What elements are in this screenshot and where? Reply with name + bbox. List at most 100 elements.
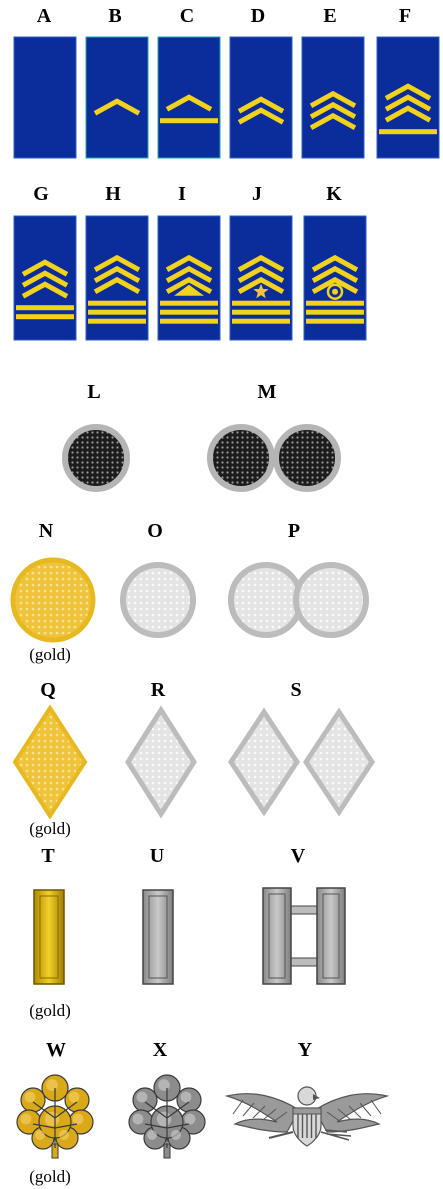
wing-feather bbox=[232, 1099, 244, 1115]
arrows bbox=[320, 1129, 352, 1141]
bar-bevel bbox=[322, 893, 340, 979]
rank-f: F bbox=[376, 5, 440, 159]
shoulder-board bbox=[85, 36, 149, 159]
rank-i: I bbox=[157, 183, 221, 341]
board-body bbox=[13, 36, 77, 159]
chevron-stripe bbox=[165, 265, 213, 283]
rocker-stripe bbox=[379, 129, 437, 135]
leaf-highlight bbox=[158, 1079, 170, 1091]
rank-label: V bbox=[291, 845, 306, 867]
rank-b: B bbox=[85, 5, 149, 159]
rank-label: A bbox=[37, 5, 52, 27]
rank-k: K bbox=[303, 183, 367, 341]
silver-bar-connector bbox=[290, 905, 318, 915]
leaf-highlight bbox=[171, 1130, 181, 1140]
chevron-stripe bbox=[237, 254, 285, 272]
wreath-icon bbox=[326, 283, 344, 300]
diamond-row: Q (gold) R S bbox=[12, 679, 375, 838]
bar-bevel bbox=[268, 893, 286, 979]
leaf-highlight bbox=[136, 1091, 148, 1103]
wing-feather bbox=[262, 1108, 277, 1121]
leaf-highlight bbox=[20, 1113, 32, 1125]
rocker-stripe bbox=[232, 300, 290, 306]
silver-bar bbox=[262, 887, 292, 985]
leaf-highlight bbox=[24, 1091, 36, 1103]
oak-leaf-icon bbox=[128, 1074, 206, 1159]
dark-disc bbox=[207, 424, 275, 492]
silver-bar-connector bbox=[290, 957, 318, 967]
rank-j: J bbox=[229, 183, 293, 341]
star-icon bbox=[253, 283, 269, 299]
rank-label: E bbox=[323, 5, 336, 27]
chevron-stripe bbox=[309, 90, 357, 108]
rank-label: U bbox=[150, 845, 164, 867]
leaf-highlight bbox=[35, 1130, 45, 1140]
chevron-stripe bbox=[237, 276, 285, 294]
chevron-stripe bbox=[21, 259, 69, 277]
rank-u: U bbox=[142, 845, 174, 985]
rank-t: T (gold) bbox=[29, 845, 71, 1020]
olive-branch bbox=[268, 1131, 294, 1139]
rocker-stripe bbox=[88, 300, 146, 306]
eagle-wing-right bbox=[314, 1093, 390, 1133]
disc-row: N (gold) O P bbox=[10, 520, 369, 664]
silver-disc bbox=[228, 562, 304, 638]
rocker-stripe bbox=[16, 305, 74, 311]
gold-note: (gold) bbox=[29, 1001, 71, 1020]
rank-label: R bbox=[151, 679, 166, 701]
chevron-stripe bbox=[237, 96, 285, 114]
chevron-stripe bbox=[93, 254, 141, 272]
chevron-stripe bbox=[93, 265, 141, 283]
rank-g: G bbox=[13, 183, 77, 341]
bar-row: T (gold) U V bbox=[29, 845, 346, 1020]
shoulder-board bbox=[376, 36, 440, 159]
rank-label: B bbox=[108, 5, 121, 27]
rocker-stripe bbox=[88, 318, 146, 324]
silver-bar bbox=[316, 887, 346, 985]
rank-label: D bbox=[251, 5, 265, 27]
gold-bar bbox=[33, 889, 65, 985]
chevron-stripe bbox=[93, 276, 141, 294]
leaf-highlight bbox=[132, 1113, 144, 1125]
rank-label: Y bbox=[298, 1039, 313, 1061]
rank-label: M bbox=[258, 381, 277, 403]
rank-q: Q (gold) bbox=[12, 679, 88, 838]
silver-diamond bbox=[303, 707, 375, 817]
shoulder-board bbox=[229, 36, 293, 159]
rocker-stripe bbox=[306, 300, 364, 306]
triangle-icon bbox=[174, 284, 204, 296]
chevron-stripe bbox=[165, 254, 213, 272]
shoulder-board bbox=[301, 36, 365, 159]
shoulder-board bbox=[229, 215, 293, 341]
rocker-stripe bbox=[232, 318, 290, 324]
chevron-stripe bbox=[93, 98, 141, 116]
wing-feather bbox=[370, 1099, 382, 1115]
rank-e: E bbox=[301, 5, 365, 159]
rank-label: P bbox=[288, 520, 300, 542]
leaf-highlight bbox=[72, 1113, 84, 1125]
rank-y: Y bbox=[224, 1039, 390, 1147]
rocker-stripe bbox=[88, 309, 146, 315]
leaf-highlight bbox=[68, 1091, 80, 1103]
bar-bevel bbox=[148, 895, 168, 979]
rank-label: H bbox=[105, 183, 121, 205]
dark-disc bbox=[62, 424, 130, 492]
shoulder-board bbox=[157, 215, 221, 341]
rocker-stripe bbox=[160, 309, 218, 315]
chevron-stripe bbox=[384, 94, 432, 112]
wing-feather bbox=[252, 1105, 266, 1119]
rank-s: S bbox=[228, 679, 375, 817]
rank-label: X bbox=[153, 1039, 168, 1061]
dark-disc-row: L M bbox=[62, 381, 341, 492]
silver-disc bbox=[293, 562, 369, 638]
rocker-stripe bbox=[160, 300, 218, 306]
rocker-stripe bbox=[306, 318, 364, 324]
silver-diamond bbox=[228, 707, 300, 817]
rank-label: J bbox=[252, 183, 262, 205]
disc-group bbox=[62, 424, 130, 492]
rocker-stripe bbox=[16, 314, 74, 320]
rank-label: W bbox=[46, 1039, 66, 1061]
chevron-stripe bbox=[165, 94, 213, 112]
leaf-highlight bbox=[156, 1111, 172, 1127]
chevron-stripe bbox=[237, 107, 285, 125]
